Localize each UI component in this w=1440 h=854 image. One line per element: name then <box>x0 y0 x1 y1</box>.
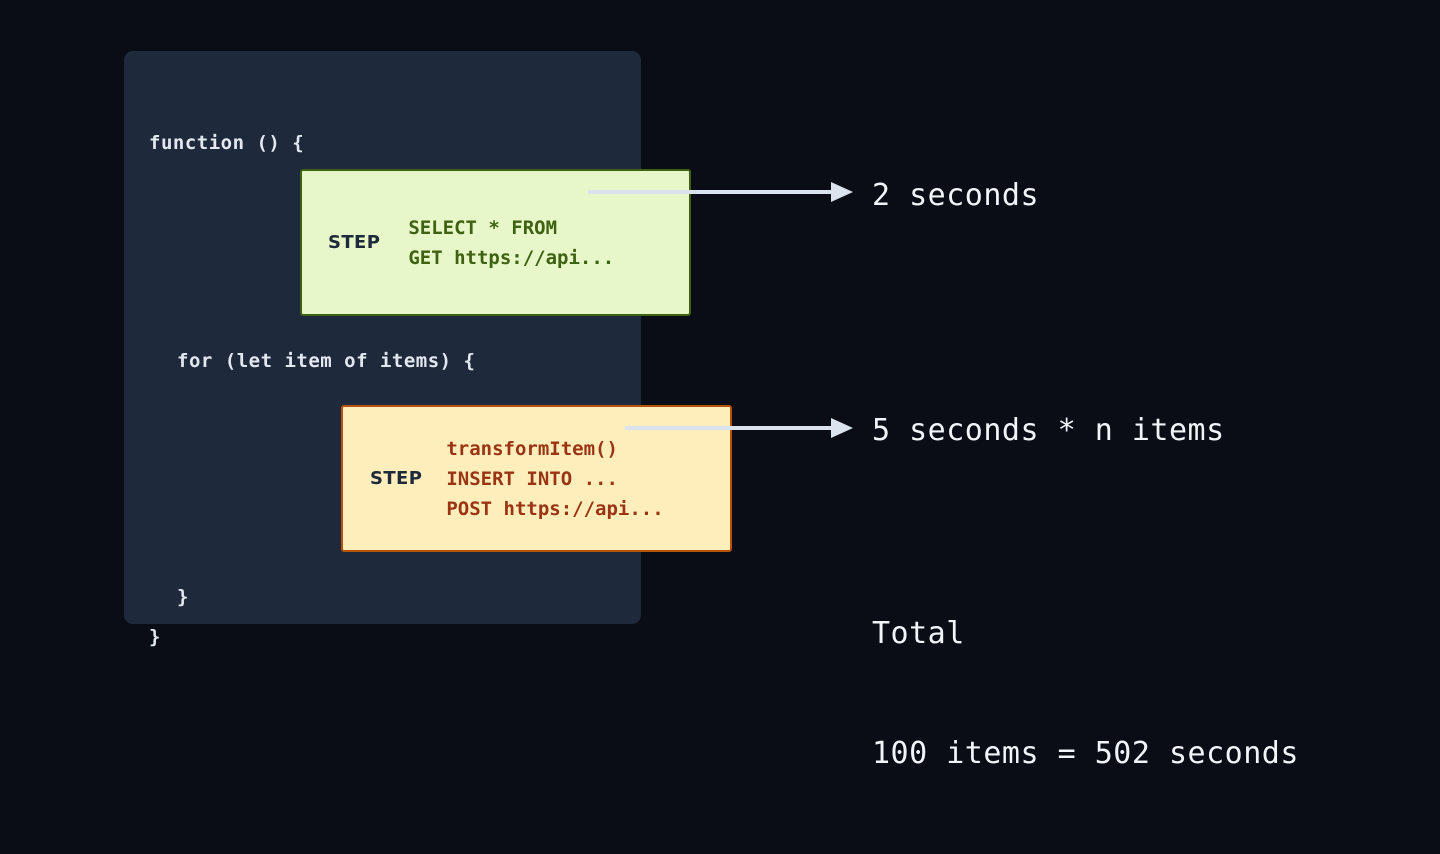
annotation-step-1-duration: 2 seconds <box>872 178 1040 213</box>
total-value: 100 items = 502 seconds <box>872 736 1299 771</box>
step-label-1: STEP <box>328 232 381 253</box>
code-line-for-close: } <box>177 586 189 608</box>
total-block: Total 100 items = 502 seconds <box>872 534 1299 854</box>
step-label-2: STEP <box>370 468 423 489</box>
step-code-2: transformItem() INSERT INTO ... POST htt… <box>446 437 664 520</box>
total-heading: Total <box>872 616 965 651</box>
code-line-function-close: } <box>149 626 161 648</box>
arrow-shaft <box>588 190 833 194</box>
arrow-head <box>831 182 853 202</box>
arrow-head <box>831 418 853 438</box>
code-line-function-open: function () { <box>149 132 305 154</box>
diagram-canvas: function () { STEP SELECT * FROM GET htt… <box>124 51 1298 771</box>
step-code-1: SELECT * FROM GET https://api... <box>408 216 615 269</box>
code-line-for-open: for (let item of items) { <box>177 350 476 372</box>
code-panel: function () { STEP SELECT * FROM GET htt… <box>124 51 732 648</box>
annotation-step-2-duration: 5 seconds * n items <box>872 413 1225 448</box>
arrow-shaft <box>625 426 833 430</box>
step-box-2[interactable]: STEP transformItem() INSERT INTO ... POS… <box>341 405 732 552</box>
